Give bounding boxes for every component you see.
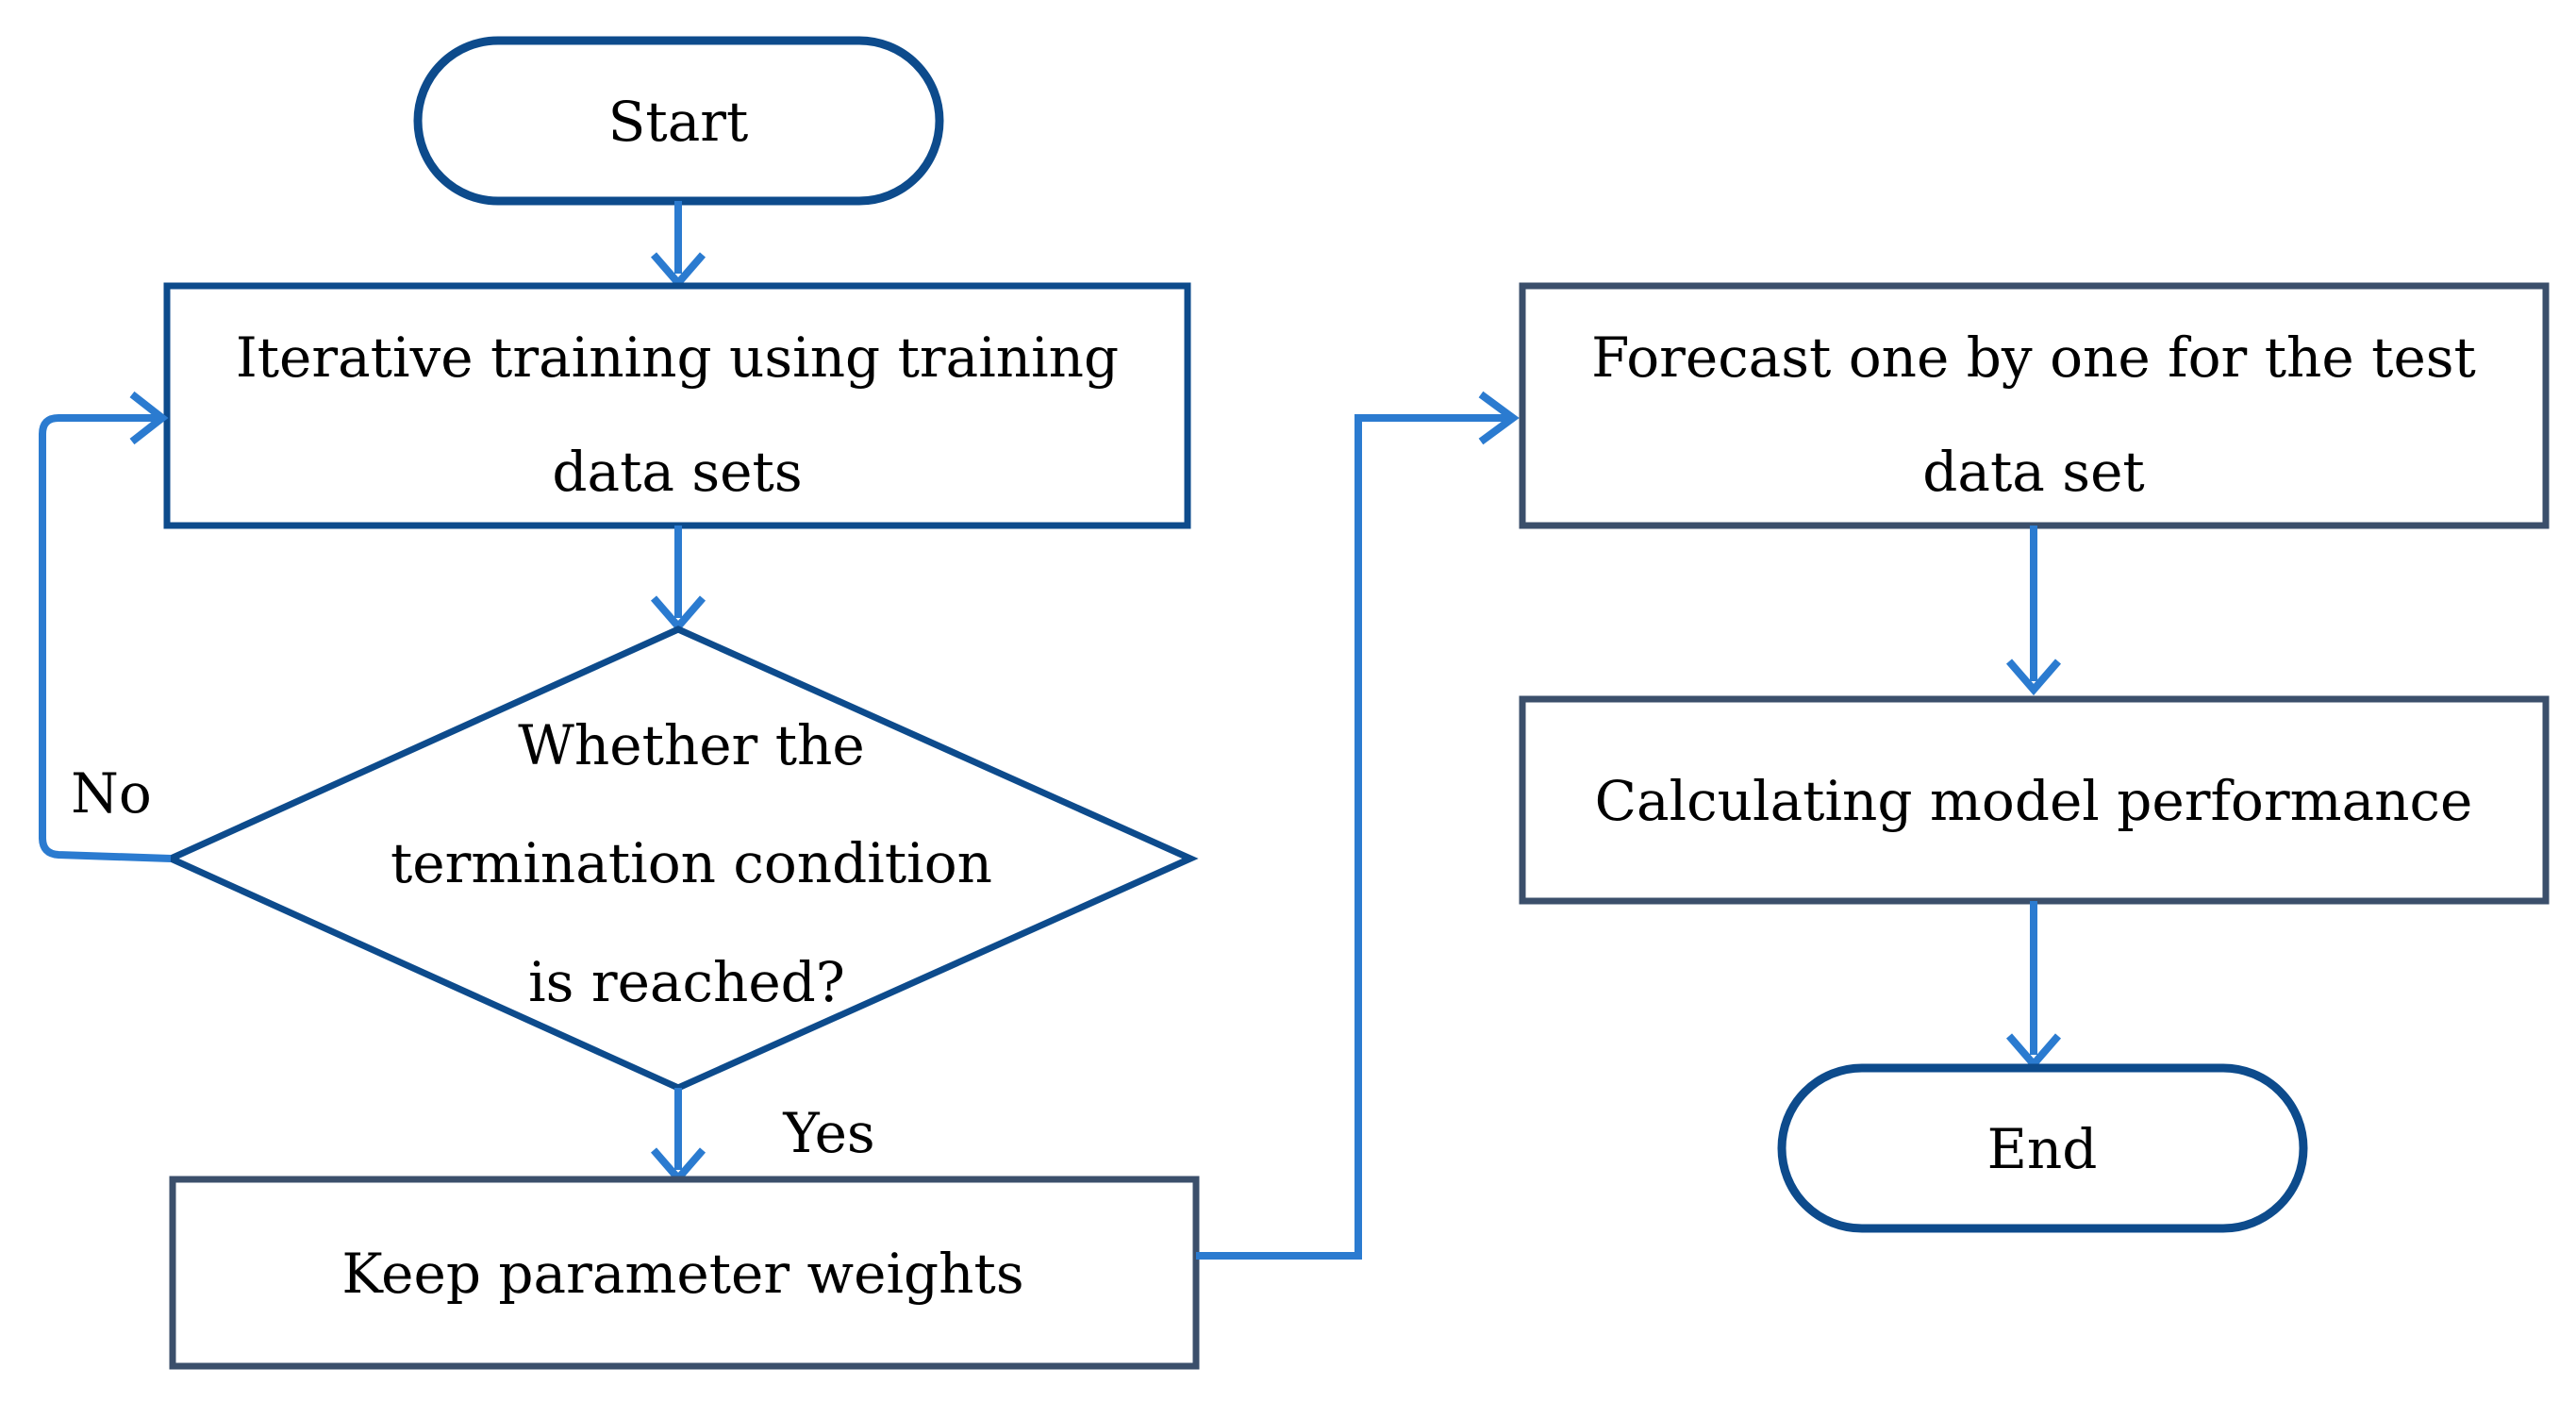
decision-line1: Whether the bbox=[518, 713, 864, 777]
forecast-line1: Forecast one by one for the test bbox=[1591, 325, 2476, 390]
no-label: No bbox=[71, 761, 152, 826]
arrow-keep-to-forecast bbox=[1196, 391, 1520, 1260]
arrow-start-to-train bbox=[650, 201, 706, 290]
keep-weights-box bbox=[169, 1176, 1200, 1370]
iterative-training-line1: Iterative training using training bbox=[236, 325, 1119, 390]
arrow-calc-to-end bbox=[2005, 901, 2062, 1071]
keep-weights-label: Keep parameter weights bbox=[341, 1242, 1023, 1306]
yes-label: Yes bbox=[782, 1101, 874, 1165]
arrow-train-to-decision bbox=[650, 526, 706, 633]
end-label: End bbox=[1987, 1117, 2098, 1181]
iterative-training-line2: data sets bbox=[552, 440, 802, 504]
decision-line2: termination condition bbox=[391, 831, 992, 895]
start-label: Start bbox=[608, 90, 749, 154]
arrow-no-loop bbox=[39, 391, 172, 862]
iterative-training-box bbox=[163, 282, 1191, 529]
calc-performance-label: Calculating model performance bbox=[1595, 769, 2473, 833]
forecast-line2: data set bbox=[1922, 440, 2144, 504]
end-terminator bbox=[1777, 1063, 2308, 1233]
arrow-forecast-to-calc bbox=[2005, 526, 2062, 696]
decision-line3: is reached? bbox=[528, 950, 845, 1014]
calc-performance-box bbox=[1519, 695, 2550, 905]
arrow-yes-to-keep bbox=[650, 1088, 706, 1185]
